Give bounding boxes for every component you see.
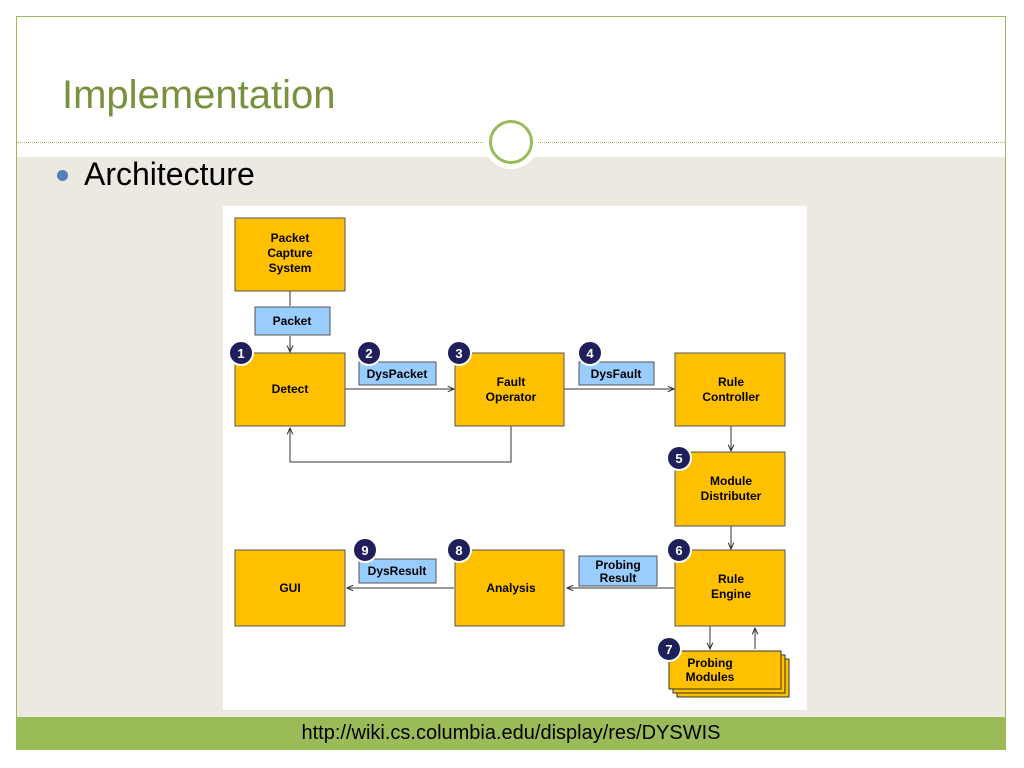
tag-packet: Packet (254, 306, 331, 336)
tag-text: Packet (273, 314, 312, 328)
badge-text: 7 (665, 642, 672, 657)
badge-5: 5 (666, 445, 692, 471)
footer-bar: http://wiki.cs.columbia.edu/display/res/… (17, 717, 1005, 749)
badge-1: 1 (228, 340, 254, 366)
badge-text: 4 (586, 346, 594, 361)
tag-text: DysResult (368, 564, 427, 578)
box-text: Rule (718, 375, 744, 389)
box-packet-capture-system: Packet Capture System (234, 217, 346, 292)
badge-text: 5 (675, 451, 682, 466)
box-text: Operator (486, 390, 537, 404)
box-gui: GUI (234, 549, 346, 627)
tag-dysresult: DysResult (358, 558, 437, 584)
badge-6: 6 (666, 537, 692, 563)
box-probing-modules: Probing Modules (668, 650, 790, 698)
box-fault-operator: Fault Operator (454, 352, 565, 427)
badge-text: 8 (455, 543, 462, 558)
badge-3: 3 (446, 340, 472, 366)
box-text: Detect (272, 382, 309, 396)
slide: Implementation Architecture (16, 16, 1006, 750)
badge-text: 9 (361, 543, 368, 558)
box-detect: Detect (234, 352, 346, 427)
tag-dyspacket: DysPacket (358, 361, 437, 386)
box-text: Distributer (701, 489, 762, 503)
box-text: Engine (711, 587, 751, 601)
box-rule-engine: Rule Engine (674, 549, 786, 627)
tag-probing-result: Probing Result (578, 555, 658, 587)
box-text: Probing (687, 656, 732, 670)
box-text: Modules (686, 670, 735, 684)
box-text: System (269, 261, 312, 275)
box-text: Module (710, 474, 752, 488)
badge-text: 2 (365, 346, 372, 361)
tag-text: Result (600, 571, 637, 585)
tag-text: Probing (595, 558, 640, 572)
architecture-diagram-svg: Packet Capture System Detect Fault Opera… (228, 217, 790, 698)
connectors (290, 291, 755, 649)
badge-2: 2 (356, 340, 382, 366)
box-text: Rule (718, 572, 744, 586)
badge-text: 1 (237, 346, 244, 361)
bullet-dot-icon (57, 170, 68, 181)
bullet-text: Architecture (84, 156, 255, 192)
badge-9: 9 (352, 537, 378, 563)
tag-text: DysPacket (367, 367, 428, 381)
connector-fault-to-detect (290, 426, 512, 463)
tag-dysfault: DysFault (578, 361, 655, 386)
box-text: Analysis (486, 581, 536, 595)
badge-7: 7 (656, 636, 682, 662)
box-text: GUI (279, 581, 300, 595)
badge-4: 4 (577, 340, 603, 366)
tag-text: DysFault (591, 367, 642, 381)
architecture-diagram: Packet Capture System Detect Fault Opera… (223, 206, 807, 710)
badge-8: 8 (446, 537, 472, 563)
box-text: Fault (497, 375, 526, 389)
box-module-distributer: Module Distributer (674, 451, 786, 527)
box-text: Controller (702, 390, 760, 404)
box-text: Capture (267, 246, 313, 260)
divider-ring-icon (489, 120, 533, 164)
badge-text: 6 (675, 543, 682, 558)
footer-url[interactable]: http://wiki.cs.columbia.edu/display/res/… (301, 722, 721, 744)
box-text: Packet (271, 231, 310, 245)
box-analysis: Analysis (454, 549, 565, 627)
box-rule-controller: Rule Controller (674, 352, 786, 427)
badge-text: 3 (455, 346, 462, 361)
slide-title: Implementation (62, 73, 336, 117)
